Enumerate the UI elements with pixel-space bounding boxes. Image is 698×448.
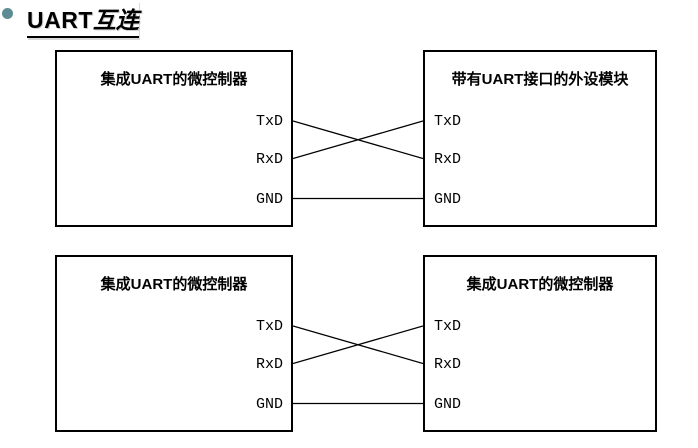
pin-label-gnd: GND — [255, 191, 283, 208]
title-row: UART互连 — [0, 0, 698, 48]
diagram-mcu-to-peripheral: 集成UART的微控制器 TxD RxD GND 带有UART接口的外设模块 Tx… — [0, 50, 698, 228]
right-device-box: 集成UART的微控制器 TxD RxD GND — [423, 255, 657, 432]
page-title-latin: UART — [27, 7, 93, 33]
connection-wires — [293, 120, 423, 200]
pin-label-rxd: RxD — [255, 151, 283, 168]
page-title-cjk: 互连 — [92, 8, 139, 33]
left-device-box: 集成UART的微控制器 TxD RxD GND — [55, 255, 293, 432]
pin-label-txd: TxD — [255, 113, 283, 130]
device-label: 带有UART接口的外设模块 — [451, 71, 629, 88]
pin-label-gnd: GND — [434, 191, 462, 208]
pin-label-txd: TxD — [434, 113, 462, 130]
wire-rxd-to-txd — [293, 120, 423, 160]
connection-wires — [293, 325, 423, 405]
pin-label-rxd: RxD — [434, 356, 462, 373]
diagram-mcu-to-mcu: 集成UART的微控制器 TxD RxD GND 集成UART的微控制器 TxD … — [0, 255, 698, 433]
pin-label-txd: TxD — [434, 318, 462, 335]
pin-label-txd: TxD — [255, 318, 283, 335]
wire-rxd-to-txd — [293, 325, 423, 365]
device-label: 集成UART的微控制器 — [466, 276, 614, 293]
pin-label-gnd: GND — [255, 396, 283, 413]
page-title: UART互连 — [27, 1, 139, 38]
right-device-box: 带有UART接口的外设模块 TxD RxD GND — [423, 50, 657, 227]
bullet-icon — [2, 8, 13, 19]
pin-label-rxd: RxD — [434, 151, 462, 168]
pin-label-rxd: RxD — [255, 356, 283, 373]
device-label: 集成UART的微控制器 — [100, 276, 248, 293]
left-device-box: 集成UART的微控制器 TxD RxD GND — [55, 50, 293, 227]
pin-label-gnd: GND — [434, 396, 462, 413]
device-label: 集成UART的微控制器 — [100, 71, 248, 88]
